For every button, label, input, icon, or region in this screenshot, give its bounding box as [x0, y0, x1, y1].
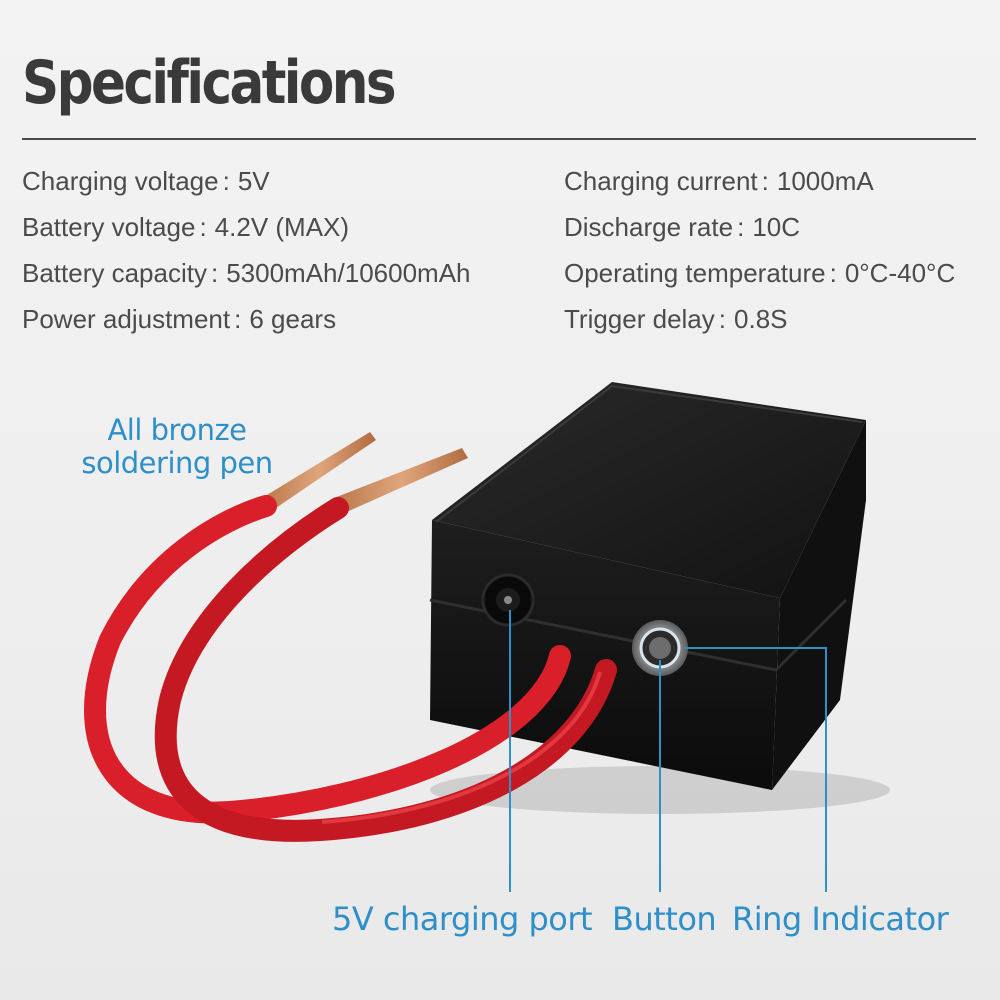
title-divider [22, 138, 976, 140]
callout-charging-port: 5V charging port [332, 900, 593, 938]
red-cable-outer [84, 495, 571, 824]
spec-value: 4.2V (MAX) [214, 212, 350, 242]
spec-label: Battery voltage [22, 212, 196, 242]
spec-label: Charging voltage [22, 166, 219, 196]
spec-separator: : [761, 166, 769, 196]
spec-operating-temperature: Operating temperature:0°C-40°C [564, 258, 955, 289]
spec-label: Discharge rate [564, 212, 734, 242]
case-top-face [432, 382, 866, 598]
spec-value: 10C [752, 212, 801, 242]
charging-port-icon [481, 573, 535, 627]
spec-label: Trigger delay [564, 304, 715, 334]
spec-separator: : [718, 304, 727, 334]
case-top-edge-highlight [435, 384, 863, 523]
spec-separator: : [210, 258, 219, 288]
spec-label: Battery capacity [22, 258, 207, 288]
callout-pen-line2: soldering pen [81, 446, 273, 480]
spec-charging-current: Charging current:1000mA [564, 166, 874, 197]
red-cable-inner [154, 497, 617, 842]
spec-label: Charging current [564, 166, 758, 196]
callout-button: Button [612, 900, 717, 938]
spec-separator: : [199, 212, 207, 242]
copper-tip-upper [262, 432, 376, 512]
callout-ring-indicator: Ring Indicator [732, 900, 949, 938]
spec-battery-voltage: Battery voltage:4.2V (MAX) [22, 212, 349, 243]
spec-label: Operating temperature [564, 258, 826, 288]
page-title: Specifications [22, 48, 397, 118]
spec-value: 0.8S [734, 304, 788, 334]
case-right-face [772, 420, 866, 790]
callout-soldering-pen: All bronze soldering pen [72, 414, 282, 480]
ring-button-icon [632, 620, 688, 676]
spec-separator: : [737, 212, 745, 242]
spec-separator: : [222, 166, 230, 196]
case-lid-seam [429, 598, 848, 672]
callout-pen-line1: All bronze [107, 413, 247, 447]
spec-separator: : [234, 304, 242, 334]
spec-value: 5V [237, 166, 270, 196]
leader-ring-indicator [684, 647, 827, 892]
spec-value: 5300mAh/10600mAh [226, 258, 471, 288]
spec-value: 1000mA [776, 166, 874, 196]
spec-trigger-delay: Trigger delay:0.8S [564, 304, 788, 335]
copper-tip-lower [334, 448, 468, 514]
spec-charging-voltage: Charging voltage:5V [22, 166, 270, 197]
spec-power-adjustment: Power adjustment:6 gears [22, 304, 336, 335]
red-cable-highlight [321, 671, 602, 824]
spec-battery-capacity: Battery capacity:5300mAh/10600mAh [22, 258, 471, 289]
spec-discharge-rate: Discharge rate:10C [564, 212, 800, 243]
spec-separator: : [829, 258, 837, 288]
spec-value: 0°C-40°C [844, 258, 956, 288]
spec-label: Power adjustment [22, 304, 231, 334]
spec-value: 6 gears [249, 304, 337, 334]
